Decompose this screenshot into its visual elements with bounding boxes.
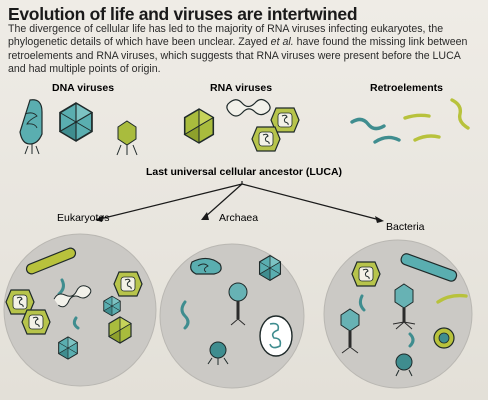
arrow-bacteria [375, 216, 384, 223]
rna-virus-icosahedral-icon [183, 108, 215, 144]
rna-virus-coil-icon [226, 98, 271, 117]
bacteria-viruses [340, 253, 468, 377]
eukaryotes-circle [3, 233, 157, 387]
label-bacteria: Bacteria [386, 221, 425, 233]
label-archaea: Archaea [219, 212, 258, 224]
eukaryotes-viruses [5, 247, 143, 360]
retroelement-strands [350, 98, 470, 144]
archaea-circle [159, 243, 305, 389]
arrow-eukaryotes [95, 215, 104, 222]
intro-part2: have found the missing link between retr… [8, 36, 468, 76]
label-eukaryotes: Eukaryotes [57, 212, 110, 224]
intro-part1: The divergence of cellular life has led … [8, 23, 444, 49]
dna-virus-icosahedral-icon [59, 102, 93, 142]
rna-virus-squiggle-icon-2 [251, 126, 281, 152]
label-rna-viruses: RNA viruses [210, 82, 272, 94]
phylogeny-lines [99, 181, 381, 221]
luca-label: Last universal cellular ancestor (LUCA) [146, 166, 342, 178]
archaea-viruses [180, 255, 293, 365]
arrow-archaea [201, 212, 209, 220]
label-retroelements: Retroelements [370, 82, 443, 94]
dna-virus-tailed-icon [19, 99, 43, 155]
label-dna-viruses: DNA viruses [52, 82, 114, 94]
intro-et-al: et al. [270, 36, 294, 49]
dna-virus-phage-icon [116, 120, 138, 156]
intro-text: The divergence of cellular life has led … [8, 23, 480, 77]
figure-title: Evolution of life and viruses are intert… [8, 4, 358, 24]
